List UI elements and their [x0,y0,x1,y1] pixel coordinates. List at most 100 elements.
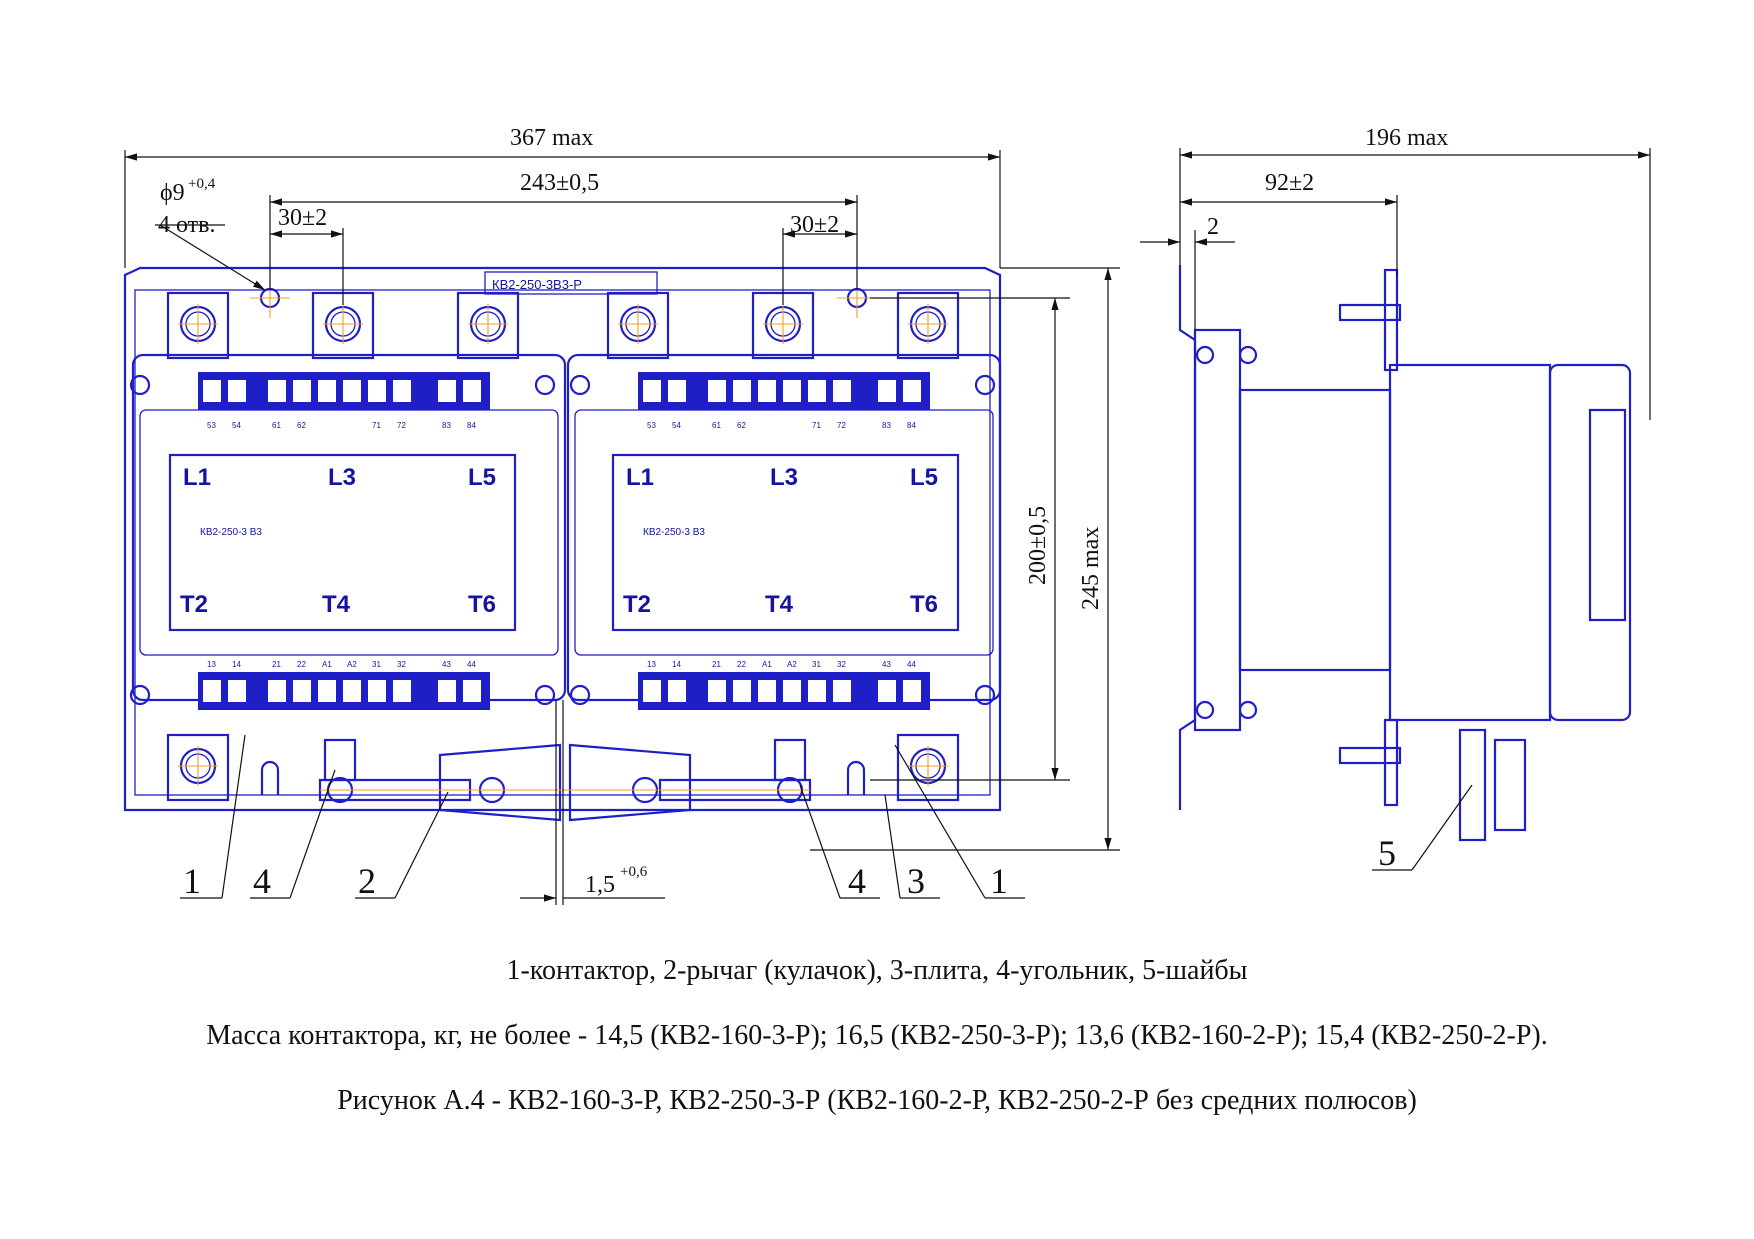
callout-4-left: 4 [253,861,271,901]
svg-text:71: 71 [372,421,381,430]
right-contactor: L1 L3 L5 КВ2-250-3 В3 T2 T4 T6 53 54 61 … [566,291,1002,802]
front-dimensions: 367 max 243±0,5 30±2 30±2 ϕ9 +0,4 4 отв.… [124,125,1120,905]
side-cover [1548,363,1632,722]
svg-text:31: 31 [812,660,821,669]
mass-caption: Масса контактора, кг, не более - 14,5 (К… [206,1020,1548,1051]
dim-mount-spacing: 243±0,5 [520,170,599,196]
callout-4-right: 4 [848,861,866,901]
svg-text:54: 54 [672,421,681,430]
dim-gap-tolerance: +0,6 [620,864,648,880]
dim-gap: 1,5 [585,872,615,898]
dim-plate-thickness: 2 [1207,214,1219,240]
left-terminal-t2: T2 [180,591,208,618]
side-contactor-body [1238,388,1392,672]
svg-text:61: 61 [712,421,721,430]
right-model-label: КВ2-250-3 В3 [643,527,705,538]
left-label-panel [168,453,517,632]
dim-overall-height: 245 max [1078,527,1104,610]
dim-overall-width: 367 max [510,125,593,151]
svg-text:72: 72 [397,421,406,430]
dim-hole-tolerance: +0,4 [188,176,216,192]
svg-text:62: 62 [737,421,746,430]
left-terminal-l5: L5 [468,464,496,491]
front-callouts: 1 4 2 4 3 1 [180,734,1025,901]
svg-text:84: 84 [467,421,476,430]
right-terminal-t6: T6 [910,591,938,618]
nameplate-text: КВ2-250-3В3-Р [492,277,582,292]
callout-1-right: 1 [990,861,1008,901]
callout-5: 5 [1378,833,1396,873]
angle-bracket-right [773,738,807,782]
left-terminal-t4: T4 [322,591,351,618]
svg-text:53: 53 [647,421,656,430]
base-plate [123,266,1002,812]
dim-mount-height: 200±0,5 [1025,506,1051,585]
side-bolt-bottom [1338,746,1402,765]
svg-text:22: 22 [737,660,746,669]
right-lug-3 [896,291,960,360]
svg-text:31: 31 [372,660,381,669]
left-lug-1 [166,291,230,360]
svg-text:43: 43 [442,660,451,669]
svg-text:44: 44 [467,660,476,669]
svg-text:71: 71 [812,421,821,430]
svg-text:32: 32 [397,660,406,669]
svg-text:62: 62 [297,421,306,430]
svg-text:A1: A1 [762,660,772,669]
side-coil-housing [1388,363,1552,722]
left-terminal-l3: L3 [328,464,356,491]
left-terminal-l1: L1 [183,464,211,491]
right-terminal-t2: T2 [623,591,651,618]
dim-side-depth: 196 max [1365,125,1448,151]
mount-slot-bottom-left [260,760,280,795]
side-bolt-top [1338,303,1402,322]
dim-hole-count: 4 отв. [158,212,216,238]
svg-text:14: 14 [232,660,241,669]
svg-text:21: 21 [272,660,281,669]
right-terminal-t4: T4 [765,591,794,618]
side-callouts: 5 [1372,784,1473,873]
left-model-label: КВ2-250-3 В3 [200,527,262,538]
svg-text:54: 54 [232,421,241,430]
svg-text:61: 61 [272,421,281,430]
side-view: 196 max 92±2 2 5 [1140,125,1651,873]
dim-terminal-offset-right: 30±2 [790,212,839,238]
svg-text:32: 32 [837,660,846,669]
left-contactor: L1 L3 L5 КВ2-250-3 В3 T2 T4 T6 53 54 61 … [129,291,567,802]
left-terminal-t6: T6 [468,591,496,618]
front-view: КВ2-250-3В3-Р [123,125,1120,905]
side-washer-stack [1458,728,1487,842]
svg-text:21: 21 [712,660,721,669]
right-terminal-l1: L1 [626,464,654,491]
svg-text:43: 43 [882,660,891,669]
angle-bracket-left [323,738,357,782]
svg-text:83: 83 [442,421,451,430]
callout-2: 2 [358,861,376,901]
mechanical-interlock-lever [318,738,812,822]
side-dimensions: 196 max 92±2 2 [1140,125,1651,420]
callout-1-left: 1 [183,861,201,901]
svg-text:22: 22 [297,660,306,669]
left-lug-bottom [166,733,230,802]
right-label-panel [611,453,960,632]
svg-text:13: 13 [647,660,656,669]
side-plate [1178,265,1197,810]
svg-text:84: 84 [907,421,916,430]
svg-text:A2: A2 [347,660,357,669]
svg-text:14: 14 [672,660,681,669]
svg-text:A1: A1 [322,660,332,669]
svg-text:72: 72 [837,421,846,430]
left-lug-3 [456,291,520,360]
svg-text:13: 13 [207,660,216,669]
dim-hole-diameter: ϕ9 [160,180,185,206]
dim-side-offset: 92±2 [1265,170,1314,196]
legend-caption: 1-контактор, 2-рычаг (кулачок), 3-плита,… [506,955,1248,986]
svg-text:A2: A2 [787,660,797,669]
side-contactor-base [1193,328,1242,732]
right-lug-1 [606,291,670,360]
callout-3: 3 [907,861,925,901]
svg-text:83: 83 [882,421,891,430]
svg-text:44: 44 [907,660,916,669]
right-terminal-l5: L5 [910,464,938,491]
